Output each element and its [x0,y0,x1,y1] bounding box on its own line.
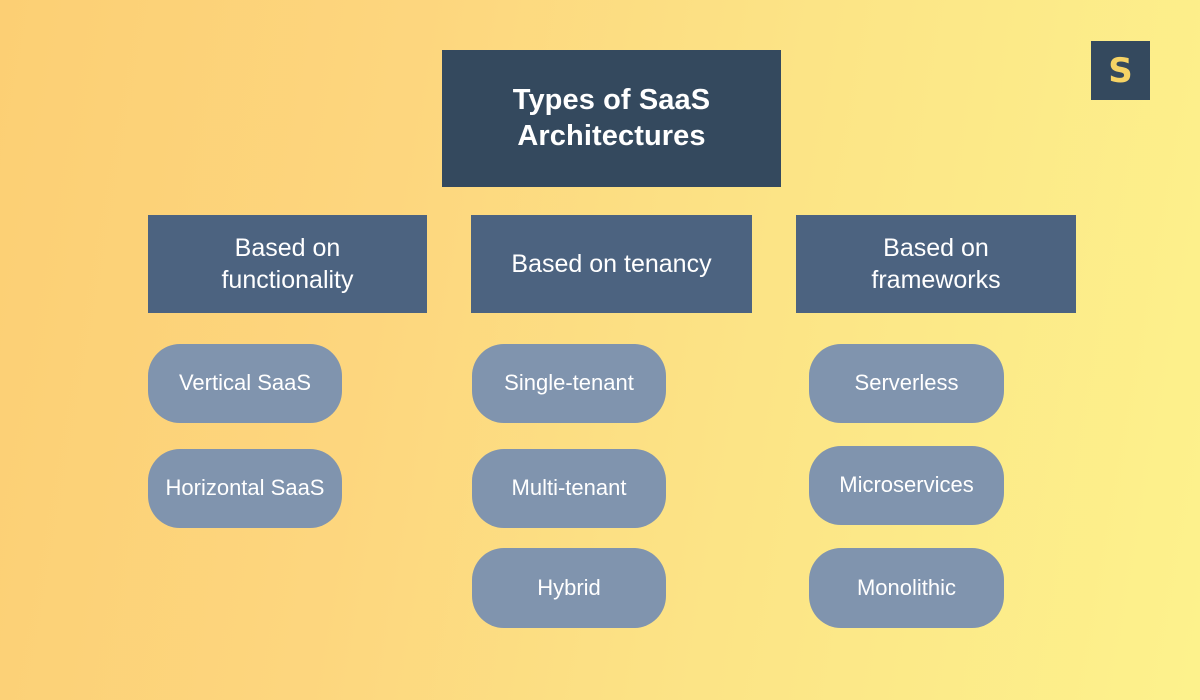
leaf-label-microservices: Microservices [839,472,974,498]
leaf-node-vertical-saas: Vertical SaaS [148,344,342,423]
leaf-label-vertical-saas: Vertical SaaS [178,370,312,396]
leaf-node-monolithic: Monolithic [809,548,1004,628]
category-label-functionality: Based on functionality [221,233,354,295]
leaf-label-hybrid: Hybrid [537,574,601,600]
leaf-label-serverless: Serverless [854,370,959,396]
leaf-node-single-tenant: Single-tenant [472,344,666,423]
category-node-frameworks: Based on frameworks [796,215,1076,313]
category-label-frameworks: Based on frameworks [871,233,1001,295]
category-node-tenancy: Based on tenancy [471,215,752,313]
leaf-label-single-tenant: Single-tenant [504,370,634,396]
page-title: Types of SaaS Architectures [512,83,711,152]
brand-logo: S [1091,41,1150,100]
leaf-label-horizontal-saas: Horizontal SaaS [165,475,325,501]
category-node-functionality: Based on functionality [148,215,427,313]
leaf-node-serverless: Serverless [809,344,1004,423]
category-label-tenancy: Based on tenancy [511,249,712,278]
leaf-node-multi-tenant: Multi-tenant [472,449,666,528]
leaf-node-horizontal-saas: Horizontal SaaS [148,449,342,528]
leaf-node-hybrid: Hybrid [472,548,666,628]
leaf-node-microservices: Microservices [809,446,1004,525]
brand-logo-letter: S [1108,50,1133,91]
leaf-label-monolithic: Monolithic [856,574,957,600]
diagram-title-node: Types of SaaS Architectures [442,50,781,187]
leaf-label-multi-tenant: Multi-tenant [511,475,627,501]
